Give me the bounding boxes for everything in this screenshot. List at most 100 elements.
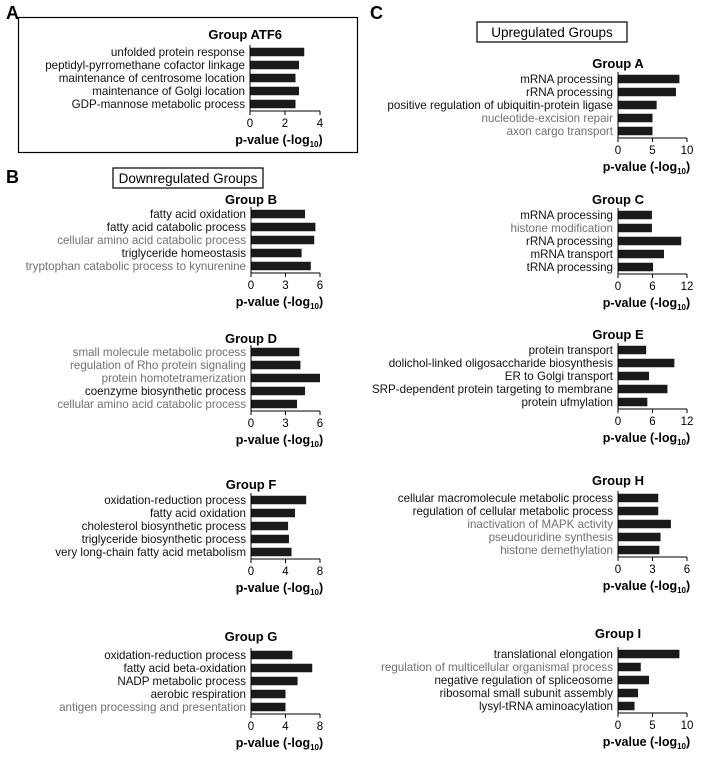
group-c-bar-4	[618, 249, 664, 259]
group-atf6-label-1: unfolded protein response	[111, 46, 245, 59]
group-f-bar-5	[251, 547, 292, 557]
group-atf6-tick-label-3: 4	[317, 118, 324, 130]
group-a-tick-label-2: 5	[649, 145, 655, 157]
group-i-label-3: negative regulation of spliceosome	[434, 674, 613, 687]
group-h-label-5: histone demethylation	[500, 544, 613, 557]
group-b-label-5: tryptophan catabolic process to kynureni…	[26, 260, 246, 273]
group-e-bar-4	[618, 384, 668, 394]
group-d-title: Group D	[225, 331, 277, 346]
group-e-bar-2	[618, 358, 675, 368]
group-c-bar-2	[618, 223, 652, 233]
group-d-label-1: small molecule metabolic process	[73, 346, 247, 359]
group-a-label-3: positive regulation of ubiquitin-protein…	[387, 99, 613, 112]
group-g-bar-4	[251, 689, 286, 699]
group-e-bar-1	[618, 345, 647, 355]
group-atf6-tick-label-2: 2	[282, 118, 288, 130]
group-e-tick-label-3: 12	[681, 416, 694, 428]
group-a-bar-4	[618, 113, 653, 123]
group-g-bar-5	[251, 702, 286, 712]
group-i-tick-label-1: 0	[615, 720, 621, 732]
group-b-label-3: cellular amino acid catabolic process	[57, 234, 246, 247]
group-a-label-2: rRNA processing	[526, 86, 613, 99]
group-c-label-2: histone modification	[511, 222, 613, 235]
group-i-bar-4	[618, 688, 639, 698]
group-d-label-2: regulation of Rho protein signaling	[70, 359, 246, 372]
group-atf6-bar-4	[250, 86, 299, 96]
group-b-tick-label-2: 3	[282, 280, 288, 292]
group-e-label-3: ER to Golgi transport	[505, 370, 614, 383]
group-e-tick-label-1: 0	[615, 416, 621, 428]
group-a-tick-label-1: 0	[615, 145, 621, 157]
group-a-tick-label-3: 10	[681, 145, 694, 157]
group-atf6-bar-5	[250, 99, 296, 109]
group-i-bar-3	[618, 675, 650, 685]
group-f-label-4: triglyceride biosynthetic process	[82, 533, 247, 546]
group-i-label-4: ribosomal small subunit assembly	[440, 687, 614, 700]
group-d-label-4: coenzyme biosynthetic process	[85, 385, 246, 398]
group-d-tick-label-1: 0	[248, 418, 254, 430]
group-atf6-label-3: maintenance of centrosome location	[59, 72, 245, 85]
group-h-bar-4	[618, 532, 661, 542]
header-box-b	[112, 167, 264, 189]
group-i-label-1: translational elongation	[494, 648, 613, 661]
group-h-label-3: inactivation of MAPK activity	[467, 518, 613, 531]
group-c-bar-1	[618, 210, 652, 220]
group-f-tick-label-1: 0	[248, 566, 254, 578]
group-i-bar-2	[618, 662, 641, 672]
group-i-bar-1	[618, 649, 680, 659]
group-c-bar-5	[618, 262, 654, 272]
group-g-label-5: antigen processing and presentation	[59, 701, 246, 714]
group-g-bar-2	[251, 663, 313, 673]
group-i-title: Group I	[595, 626, 641, 641]
group-f-x-axis-label: p-value (-log10)	[236, 581, 323, 597]
group-e-label-1: protein transport	[529, 344, 614, 357]
group-e-label-2: dolichol-linked oligosaccharide biosynth…	[389, 357, 613, 370]
group-d-bar-5	[251, 399, 297, 409]
group-f-bar-1	[251, 495, 307, 505]
group-h-tick-label-2: 3	[649, 564, 655, 576]
group-h-title: Group H	[592, 473, 644, 488]
group-c-title: Group C	[592, 192, 645, 207]
group-f-tick-label-2: 4	[282, 566, 289, 578]
group-atf6-tick-label-1: 0	[247, 118, 253, 130]
group-c-label-4: mRNA transport	[531, 248, 614, 261]
group-f-bar-2	[251, 508, 295, 518]
panel-letter-c: C	[370, 3, 383, 23]
group-g-label-4: aerobic respiration	[151, 688, 246, 701]
group-h-label-4: pseudouridine synthesis	[489, 531, 614, 544]
group-d-label-5: cellular amino acid catabolic process	[57, 398, 246, 411]
group-c-bar-3	[618, 236, 682, 246]
group-d-tick-label-2: 3	[282, 418, 288, 430]
group-c-tick-label-3: 12	[681, 281, 694, 293]
group-d-bar-1	[251, 347, 300, 357]
group-b-title: Group B	[225, 192, 277, 207]
group-b-bar-1	[251, 209, 306, 219]
group-b-bar-4	[251, 248, 302, 258]
group-e-label-4: SRP-dependent protein targeting to membr…	[372, 383, 613, 396]
group-d-tick-label-3: 6	[317, 418, 323, 430]
group-a-bar-3	[618, 100, 657, 110]
group-atf6-bar-1	[250, 47, 305, 57]
group-i-label-2: regulation of multicellular organismal p…	[381, 661, 613, 674]
group-h-label-2: regulation of cellular metabolic process	[413, 505, 614, 518]
group-h-x-axis-label: p-value (-log10)	[603, 579, 690, 595]
panel-a-frame	[17, 16, 359, 154]
group-atf6-label-4: maintenance of Golgi location	[92, 85, 245, 98]
group-i-label-5: lysyl-tRNA aminoacylation	[479, 700, 613, 713]
group-b-tick-label-3: 6	[317, 280, 323, 292]
group-c-label-5: tRNA processing	[527, 261, 613, 274]
group-b-tick-label-1: 0	[248, 280, 254, 292]
group-e-bar-3	[618, 371, 650, 381]
group-h-tick-label-1: 0	[615, 564, 621, 576]
group-g-label-1: oxidation-reduction process	[104, 649, 246, 662]
group-h-bar-5	[618, 545, 660, 555]
group-h-tick-label-3: 6	[684, 564, 690, 576]
group-e-label-5: protein ufmylation	[521, 396, 613, 409]
group-h-bar-1	[618, 493, 659, 503]
group-b-label-1: fatty acid oxidation	[150, 208, 246, 221]
group-f-label-2: fatty acid oxidation	[150, 507, 246, 520]
group-c-tick-label-2: 6	[649, 281, 655, 293]
group-d-label-3: protein homotetramerization	[102, 372, 246, 385]
group-atf6-bar-3	[250, 73, 296, 83]
